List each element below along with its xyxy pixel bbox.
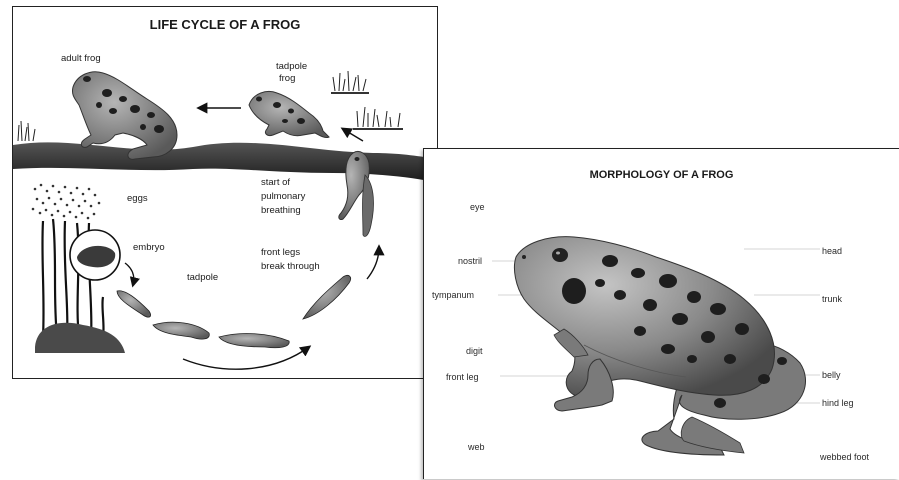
label-start-line2: pulmonary xyxy=(261,191,305,203)
label-tympanum: tympanum xyxy=(432,289,474,301)
label-tadpole: tadpole xyxy=(187,272,218,284)
label-trunk: trunk xyxy=(822,293,842,305)
frog-body-illustration xyxy=(514,237,805,455)
arrow-to-tadpole-frog xyxy=(343,129,363,141)
label-adult-frog: adult frog xyxy=(61,53,101,65)
label-start-line1: start of xyxy=(261,177,290,189)
right-cycle-arrow xyxy=(367,247,379,279)
label-embryo: embryo xyxy=(133,242,165,254)
label-belly: belly xyxy=(822,369,841,381)
label-web: web xyxy=(468,441,485,453)
tadpole-sequence xyxy=(117,275,351,347)
label-front-legs-line2: break through xyxy=(261,261,320,273)
tadpole-frog-illustration xyxy=(249,92,329,138)
morphology-illustration xyxy=(424,149,899,480)
label-eggs: eggs xyxy=(127,193,148,205)
label-front-legs-line1: front legs xyxy=(261,247,300,259)
life-cycle-panel: LIFE CYCLE OF A FROG adult frog tadpole … xyxy=(12,6,438,379)
label-hind-leg: hind leg xyxy=(822,397,854,409)
morphology-title: MORPHOLOGY OF A FROG xyxy=(424,169,899,181)
morphology-panel: MORPHOLOGY OF A FROG eye nostril tympanu… xyxy=(423,148,899,479)
adult-frog-illustration xyxy=(72,72,177,160)
label-start-line3: breathing xyxy=(261,205,301,217)
bottom-cycle-arrow xyxy=(183,347,309,369)
rock xyxy=(35,323,125,353)
grass-left xyxy=(18,121,35,141)
eggs-cluster xyxy=(32,184,101,220)
grass-right xyxy=(331,71,403,129)
ground-band xyxy=(13,142,439,183)
label-head: head xyxy=(822,245,842,257)
label-digit: digit xyxy=(466,345,483,357)
label-nostril: nostril xyxy=(458,255,482,267)
label-tadpole-frog-line2: frog xyxy=(279,73,295,85)
embryo-illustration xyxy=(70,230,134,285)
label-webbed-foot: webbed foot xyxy=(820,451,869,463)
label-eye: eye xyxy=(470,201,485,213)
label-tadpole-frog-line1: tadpole xyxy=(276,61,307,73)
life-cycle-title: LIFE CYCLE OF A FROG xyxy=(13,17,437,32)
label-front-leg: front leg xyxy=(446,371,479,383)
